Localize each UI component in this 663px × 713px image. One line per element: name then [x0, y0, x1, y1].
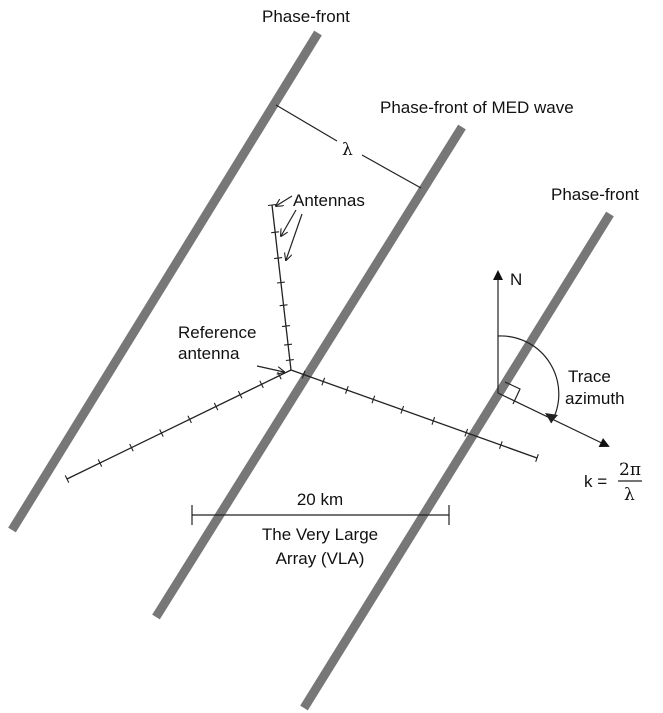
phase-front-right-label: Phase-front: [551, 185, 639, 204]
antennas-label: Antennas: [293, 191, 365, 210]
antennas-arrow-2: [281, 209, 297, 236]
trace-azimuth-arc: [497, 335, 560, 424]
phase-front-middle: [152, 124, 466, 620]
phase-front-left-label: Phase-front: [262, 7, 350, 26]
right-angle-marker: [504, 381, 521, 405]
antenna-marker: [344, 386, 349, 394]
antenna-marker: [284, 343, 293, 346]
antenna-marker: [97, 459, 103, 467]
wavelength-line-a: [275, 104, 338, 142]
trace-label-line1: Trace: [568, 367, 611, 386]
antenna-marker: [276, 281, 285, 284]
k-denominator: λ: [624, 485, 635, 505]
vla-west-arm: [66, 369, 292, 480]
antenna-marker: [237, 390, 243, 399]
wavelength-line-b: [361, 154, 422, 189]
array-label-line2: Array (VLA): [276, 549, 365, 568]
k-numerator: 2π: [619, 460, 641, 480]
antenna-marker: [159, 429, 164, 437]
trace-label-line2: azimuth: [565, 389, 625, 408]
reference-label-line1: Reference: [178, 323, 256, 342]
antenna-marker: [64, 475, 70, 483]
antenna-marker: [213, 402, 219, 411]
antenna-marker: [464, 428, 469, 437]
antenna-marker: [301, 370, 306, 379]
antenna-marker: [274, 257, 283, 260]
antenna-marker: [259, 380, 264, 389]
k-label: k =: [584, 472, 607, 491]
north-label: N: [510, 270, 522, 289]
antenna-marker: [371, 395, 376, 404]
trace-azimuth-arrowhead: [545, 413, 558, 423]
antenna-marker: [321, 377, 326, 386]
vla-east-arm: [290, 369, 538, 459]
antennas-arrow-3: [286, 213, 303, 260]
reference-arrow: [256, 365, 284, 372]
phase-front-middle-label: Phase-front of MED wave: [380, 98, 574, 117]
antenna-marker: [431, 416, 436, 425]
phase-front-right: [300, 211, 614, 711]
array-label-line1: The Very Large: [262, 525, 378, 544]
antenna-marker: [498, 441, 503, 449]
reference-label-line2: antenna: [178, 344, 240, 363]
antenna-marker: [285, 359, 294, 362]
antenna-marker: [187, 415, 192, 424]
antenna-marker: [535, 454, 539, 462]
wavelength-symbol: λ: [342, 140, 353, 160]
antenna-markers: [64, 203, 539, 483]
antenna-marker: [129, 443, 134, 452]
antenna-marker: [267, 203, 277, 207]
phase-front-left: [8, 30, 322, 533]
scale-distance-label: 20 km: [297, 490, 343, 509]
antennas-arrow-1: [276, 195, 293, 206]
antenna-marker: [279, 304, 288, 307]
antenna-marker: [281, 325, 290, 328]
antenna-marker: [400, 405, 405, 414]
vla-north-arm: [271, 204, 292, 371]
antenna-marker: [271, 231, 280, 234]
